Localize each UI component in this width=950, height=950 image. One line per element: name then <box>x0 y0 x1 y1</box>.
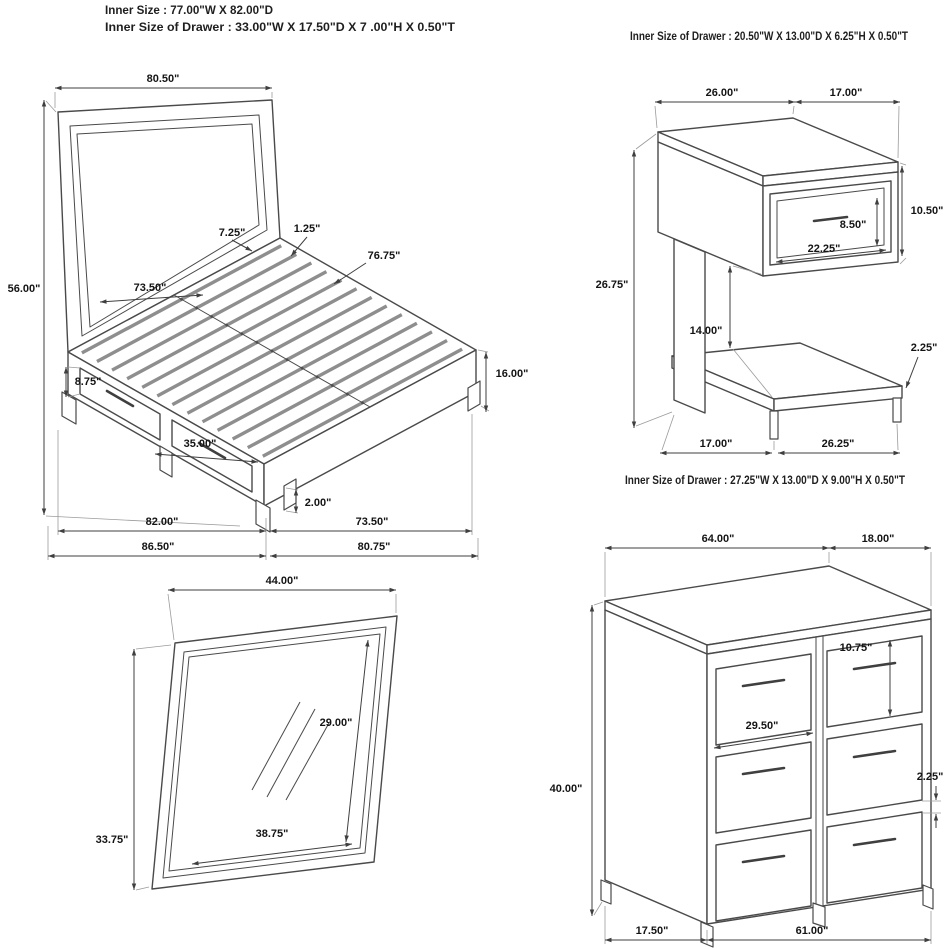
bed-dim-storage-drawer-width: 35.00" <box>184 438 217 450</box>
nightstand-dim-top-width: 26.00" <box>706 87 739 99</box>
nightstand-dim-base-depth: 17.00" <box>700 438 733 450</box>
glass-reflection <box>266 708 316 798</box>
bed-dim-rail-width: 7.25" <box>219 227 246 239</box>
note-bed-inner-size: Inner Size : 77.00"W X 82.00"D <box>105 5 273 17</box>
nightstand-dim-overall-height: 26.75" <box>596 279 629 291</box>
drawer-handle <box>741 678 786 688</box>
dresser-drawing <box>600 565 934 948</box>
bed-dim-headboard-width: 80.50" <box>147 73 180 85</box>
bed-dim-overall-width: 80.75" <box>358 541 391 553</box>
nightstand-leg <box>892 397 902 423</box>
nightstand-dim-top-depth: 17.00" <box>830 87 863 99</box>
nightstand-dimensions: 26.00" 17.00" 10.50" 8.50" 22.25" 26.75"… <box>596 87 944 456</box>
dresser-dimensions: 64.00" 18.00" 10.75" 29.50" 40.00" 2.25"… <box>550 533 944 944</box>
nightstand-dim-shelf-thickness: 2.25" <box>911 342 938 354</box>
dresser-drawer <box>715 829 812 922</box>
glass-reflection <box>285 722 330 801</box>
bed-dim-overall-length: 86.50" <box>142 541 175 553</box>
mirror-glass <box>168 633 381 872</box>
note-bed-drawer-inner: Inner Size of Drawer : 33.00"W X 17.50"D… <box>105 22 455 34</box>
notes: Inner Size : 77.00"W X 82.00"D Inner Siz… <box>105 5 908 487</box>
dresser-drawer <box>715 653 812 746</box>
dresser-drawer <box>826 723 923 816</box>
bed-dim-slat-length: 76.75" <box>368 250 401 262</box>
dresser-dim-base-width: 61.00" <box>796 925 829 937</box>
drawer-handle <box>852 837 897 847</box>
bed-dimensions: 80.50" 56.00" 7.25" 1.25" 76.75" 73.50" … <box>8 73 529 560</box>
nightstand-dim-drawer-section-height: 10.50" <box>911 205 944 217</box>
dresser-drawer <box>826 811 923 904</box>
mirror-frame <box>151 615 398 890</box>
drawer-handle <box>741 854 786 864</box>
glass-reflection <box>251 701 301 791</box>
bed-leg <box>61 391 77 425</box>
bed-leg <box>159 445 173 478</box>
dresser-leg <box>922 884 934 910</box>
dresser-dim-height: 40.00" <box>550 783 583 795</box>
dresser-dim-drawer-height: 10.75" <box>840 642 873 654</box>
mirror-dim-inner-width: 38.75" <box>256 828 289 840</box>
bed-drawing <box>57 99 481 533</box>
bed-dim-footboard-height: 16.00" <box>496 368 529 380</box>
bed-dim-storage-drawer-height: 8.75" <box>75 376 102 388</box>
dresser-dim-drawer-width: 29.50" <box>746 720 779 732</box>
mirror-dim-width: 44.00" <box>266 575 299 587</box>
bed-dim-leg-height: 2.00" <box>305 497 332 509</box>
nightstand-drawing <box>657 117 903 440</box>
dresser-side <box>604 609 708 925</box>
drawer-handle <box>197 441 227 460</box>
mirror-dimensions: 44.00" 33.75" 29.00" 38.75" <box>96 575 397 891</box>
note-dresser-drawer-inner: Inner Size of Drawer : 27.25"W X 13.00"D… <box>625 475 905 487</box>
nightstand-leg <box>769 410 779 440</box>
bed-leg <box>467 380 481 412</box>
mirror-drawing <box>151 615 398 890</box>
dresser-leg <box>812 902 826 928</box>
bed-dim-foot-inner-width: 73.50" <box>356 516 389 528</box>
bed-storage-drawer-1 <box>79 367 161 441</box>
nightstand-dim-drawer-front-height: 8.50" <box>840 219 867 231</box>
dresser-leg <box>600 879 612 905</box>
nightstand-dim-base-width: 26.25" <box>822 438 855 450</box>
mirror-dim-inner-height: 29.00" <box>320 717 353 729</box>
note-nightstand-drawer-inner: Inner Size of Drawer : 20.50"W X 13.00"D… <box>630 31 908 43</box>
bed-leg <box>255 499 271 533</box>
nightstand-drawer-front <box>769 180 892 266</box>
dresser-dim-rail-height: 2.25" <box>917 771 944 783</box>
drawer-handle <box>105 389 135 408</box>
dresser-dim-base-depth: 17.50" <box>636 925 669 937</box>
nightstand-dim-drawer-width: 22.25" <box>808 243 841 255</box>
mirror-dim-height: 33.75" <box>96 834 129 846</box>
drawer-handle <box>852 661 897 671</box>
drawer-handle <box>812 215 849 223</box>
bed-dim-headboard-inner-width: 73.50" <box>134 282 167 294</box>
nightstand-side-panel <box>673 238 706 414</box>
dresser-drawer <box>715 741 812 834</box>
dresser-dim-top-depth: 18.00" <box>862 533 895 545</box>
nightstand-dim-open-space-height: 14.00" <box>690 325 723 337</box>
bed-dim-inner-length: 82.00" <box>146 516 179 528</box>
bed-dim-height: 56.00" <box>8 283 41 295</box>
bed-storage-drawer-2 <box>171 419 253 493</box>
drawer-handle <box>741 766 786 776</box>
drawer-handle <box>852 749 897 759</box>
bed-dim-slat-thickness: 1.25" <box>294 223 321 235</box>
dresser-dim-top-width: 64.00" <box>702 533 735 545</box>
